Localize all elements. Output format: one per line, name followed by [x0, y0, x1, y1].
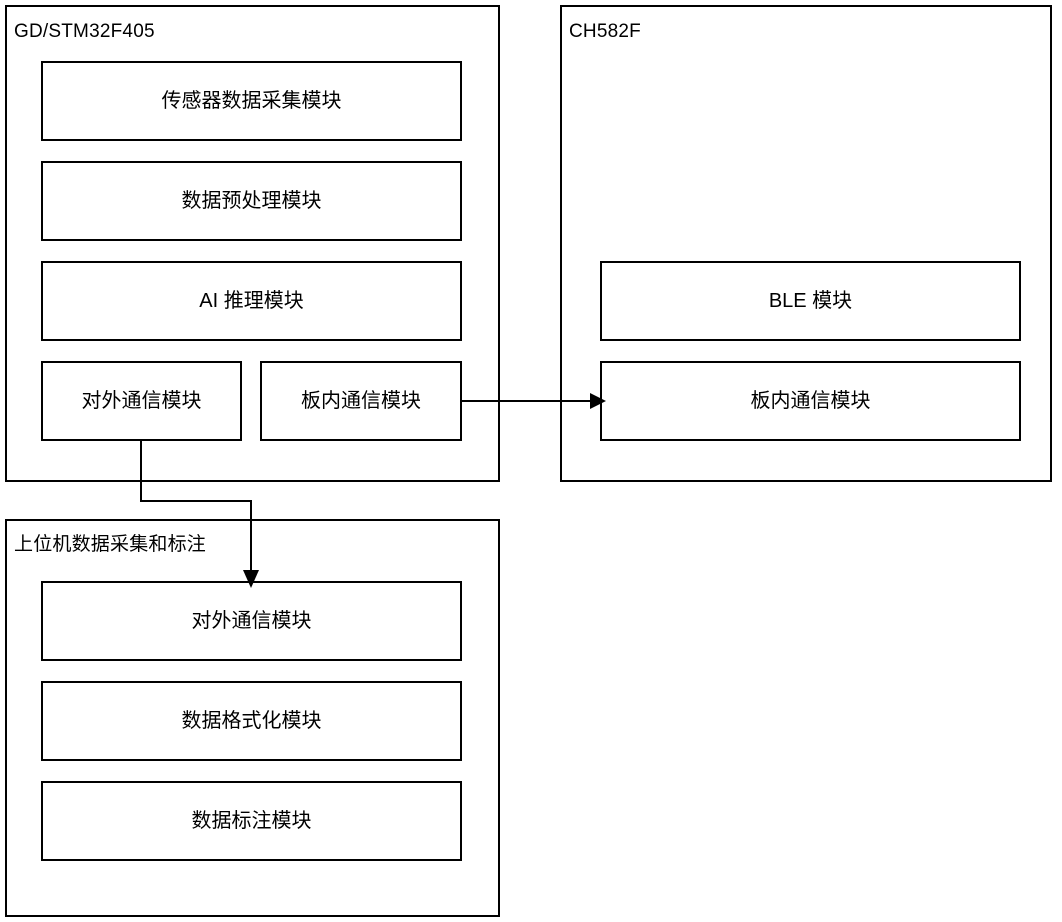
block-data-formatting[interactable]: 数据格式化模块 [41, 681, 462, 761]
panel-title-host-pc: 上位机数据采集和标注 [14, 534, 207, 555]
panel-mcu-ble [560, 5, 1052, 482]
panel-title-mcu-main: GD/STM32F405 [14, 21, 155, 42]
panel-title-mcu-ble: CH582F [569, 21, 641, 42]
block-onboard-comm[interactable]: 板内通信模块 [260, 361, 462, 441]
block-ble-module[interactable]: BLE 模块 [600, 261, 1021, 341]
block-external-comm[interactable]: 对外通信模块 [41, 361, 242, 441]
block-data-preprocessing[interactable]: 数据预处理模块 [41, 161, 462, 241]
block-ai-inference[interactable]: AI 推理模块 [41, 261, 462, 341]
block-data-labeling[interactable]: 数据标注模块 [41, 781, 462, 861]
panel-mcu-main [5, 5, 500, 482]
panel-host-pc [5, 519, 500, 917]
block-sensor-acquisition[interactable]: 传感器数据采集模块 [41, 61, 462, 141]
block-host-external-comm[interactable]: 对外通信模块 [41, 581, 462, 661]
block-onboard-comm-ble[interactable]: 板内通信模块 [600, 361, 1021, 441]
